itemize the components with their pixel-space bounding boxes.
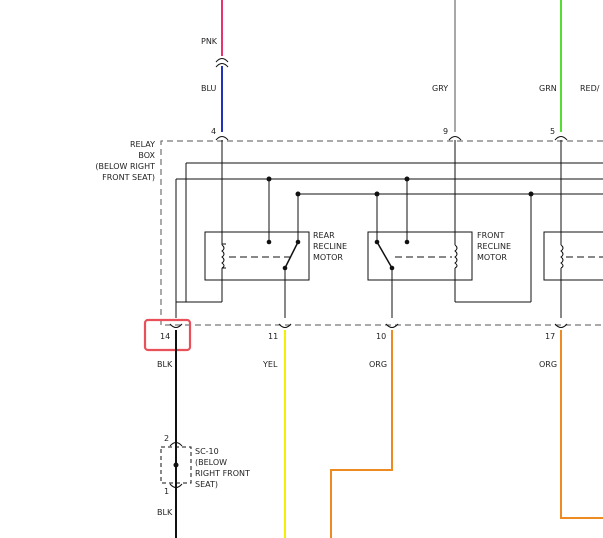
pin-connector-9: [448, 136, 462, 141]
rear-switch-arm: [284, 241, 299, 269]
wire-org-right: [560, 330, 603, 519]
wire-label-grn: GRN: [539, 84, 557, 93]
pin-label-17: 17: [545, 332, 555, 341]
sc10-splice-dot: [173, 462, 179, 468]
pin-label-2: 2: [164, 434, 169, 443]
wire-label-org-left: ORG: [369, 360, 387, 369]
wire-label-pnk: PNK: [201, 37, 218, 46]
relay-box-label-3: (BELOW RIGHT: [95, 162, 155, 171]
relay-box-frame: [160, 140, 603, 326]
pin-label-14: 14: [160, 332, 170, 341]
pin-label-11: 11: [268, 332, 278, 341]
junction-dots: [266, 176, 534, 197]
pin-label-1: 1: [164, 487, 169, 496]
sc10-label-3: RIGHT FRONT: [195, 469, 250, 478]
wire-label-gry: GRY: [432, 84, 448, 93]
front-motor-relay-box: [367, 231, 473, 281]
pin-label-9: 9: [443, 127, 448, 136]
pin-connector-4: [215, 136, 229, 141]
sc10-label-2: (BELOW: [195, 458, 227, 467]
rear-motor-relay-box: [204, 231, 310, 281]
relay-box-label-4: FRONT SEAT): [102, 173, 155, 182]
front-motor-label-2: RECLINE: [477, 242, 511, 251]
rear-coil-icon: [221, 244, 225, 269]
pin-connector-17: [554, 323, 568, 328]
pin-label-4: 4: [211, 127, 216, 136]
rear-motor-label-2: RECLINE: [313, 242, 347, 251]
rear-motor-label-3: MOTOR: [313, 253, 343, 262]
wire-label-blu: BLU: [201, 84, 217, 93]
pin-connector-10: [385, 323, 399, 328]
wire-label-blk-top: BLK: [157, 360, 173, 369]
connector-pnk-blu: [215, 58, 229, 68]
sc10-splice-box: [160, 446, 192, 484]
sc10-label-1: SC-10: [195, 447, 219, 456]
pin-connector-5: [554, 136, 568, 141]
pin-label-5: 5: [550, 127, 555, 136]
front-coil-icon: [454, 244, 458, 269]
pin-label-10: 10: [376, 332, 386, 341]
front-motor-label-3: MOTOR: [477, 253, 507, 262]
sc10-label-4: SEAT): [195, 480, 218, 489]
third-coil-icon: [560, 244, 564, 269]
pin-connector-14: [169, 323, 183, 328]
wire-label-yel: YEL: [262, 360, 278, 369]
relay-box-label-2: BOX: [138, 151, 155, 160]
wire-label-org-right: ORG: [539, 360, 557, 369]
front-motor-label-1: FRONT: [477, 231, 504, 240]
internal-wiring: [175, 140, 603, 318]
third-relay-box: [543, 231, 603, 281]
rear-motor-label-1: REAR: [313, 231, 335, 240]
pin-connector-11: [278, 323, 292, 328]
wire-label-red: RED/: [580, 84, 600, 93]
relay-box-label-1: RELAY: [130, 140, 155, 149]
wire-org-left: [330, 330, 393, 538]
pin-14-highlight: [143, 318, 192, 352]
front-switch-arm: [376, 241, 393, 269]
wire-label-blk-bottom: BLK: [157, 508, 173, 517]
